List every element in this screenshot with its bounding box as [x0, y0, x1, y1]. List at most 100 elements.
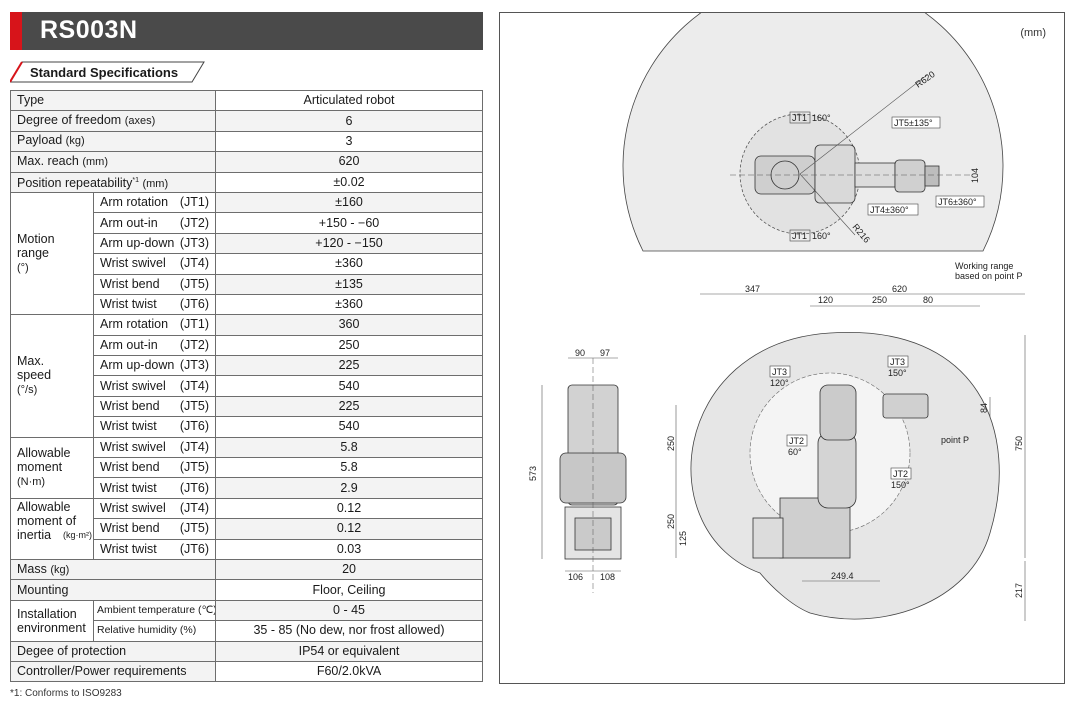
table-row: Arm out-in(JT2) +150 - −60 — [11, 212, 484, 234]
table-row: Max. reach (mm) 620 — [9, 151, 484, 173]
row-value: 35 - 85 (No dew, nor frost allowed) — [215, 620, 484, 642]
row-label: Mounting — [9, 579, 217, 601]
jt2b-deg: 150° — [891, 480, 910, 490]
d120-label: 120 — [818, 295, 833, 305]
row-value: ±160 — [215, 191, 484, 214]
group-motion-range: Motion range(°) — [10, 191, 94, 316]
table-row: Arm out-in(JT2) 250 — [11, 334, 484, 357]
group-allowable-moment: Allowable moment(N·m) — [10, 436, 94, 499]
table-row: Wrist bend(JT5) 5.8 — [11, 457, 484, 479]
table-row: Wrist bend(JT5) ±135 — [11, 273, 484, 295]
row-value: 250 — [215, 334, 484, 357]
section-title: Standard Specifications — [30, 65, 179, 80]
row-value: 0.12 — [215, 497, 484, 520]
point-p-label: point P — [941, 435, 969, 445]
d573-label: 573 — [528, 466, 538, 481]
row-value: 5.8 — [215, 436, 484, 459]
table-row: Wrist twist(JT6) ±360 — [11, 293, 484, 316]
jt1-bot-label: JT1 — [792, 231, 807, 241]
table-row: Wrist twist(JT6) 0.03 — [11, 538, 484, 560]
row-value: F60/2.0kVA — [215, 660, 484, 683]
jt2b-label: JT2 — [893, 469, 908, 479]
d80-label: 80 — [923, 295, 933, 305]
sub-label: Arm rotation(JT1) — [92, 191, 217, 214]
row-label: Position repeatability*1 (mm) — [9, 171, 217, 193]
group-installation: Installation environment — [10, 599, 94, 642]
d125-label: 125 — [678, 531, 688, 546]
jt6-label: JT6±360° — [938, 197, 977, 207]
row-value: 225 — [215, 395, 484, 418]
table-row: Payload (kg) 3 — [9, 130, 484, 153]
sub-label: Wrist bend(JT5) — [92, 518, 217, 540]
row-value: +150 - −60 — [215, 212, 484, 234]
sub-label: Ambient temperature (℃) — [92, 599, 217, 622]
model-title-bar: RS003N — [10, 12, 483, 50]
row-label: Degree of freedom (axes) — [9, 110, 217, 132]
row-label: Controller/Power requirements — [9, 660, 217, 683]
row-label: Mass (kg) — [9, 558, 217, 581]
table-row: Motion range(°) Arm rotation(JT1) ±160 — [10, 191, 484, 316]
jt2a-deg: 60° — [788, 447, 802, 457]
row-value: 360 — [215, 314, 484, 336]
robot-diagram: R620 R216 JT1 160° JT1 160° JT5±135° JT4… — [528, 13, 1026, 621]
table-row: Mass (kg) 20 — [9, 558, 484, 581]
d84-label: 84 — [979, 403, 989, 413]
table-row: Allowable moment(N·m) Wrist swivel(JT4) … — [10, 436, 484, 499]
row-value: 0.03 — [215, 538, 484, 560]
row-value: 3 — [215, 130, 484, 153]
unit-note: (mm) — [1020, 27, 1046, 39]
table-row: Type Articulated robot — [9, 89, 484, 112]
d250a-label: 250 — [872, 295, 887, 305]
row-value: ±135 — [215, 273, 484, 295]
sub-label: Wrist bend(JT5) — [92, 273, 217, 295]
row-value: 225 — [215, 355, 484, 377]
row-label: Type — [9, 89, 217, 112]
d620-label: 620 — [892, 284, 907, 294]
d90-label: 90 — [575, 348, 585, 358]
sub-label: Arm rotation(JT1) — [92, 314, 217, 336]
group-allowable-inertia: Allowable moment of inertia(kg·m²) — [10, 497, 94, 560]
sub-label: Wrist swivel(JT4) — [92, 375, 217, 397]
model-name: RS003N — [40, 16, 138, 44]
row-value: 20 — [215, 558, 484, 581]
table-row: Position repeatability*1 (mm) ±0.02 — [9, 171, 484, 193]
jt3a-label: JT3 — [772, 367, 787, 377]
table-row: Degee of protection IP54 or equivalent — [9, 640, 484, 662]
sub-label: Wrist bend(JT5) — [92, 395, 217, 418]
row-value: 6 — [215, 110, 484, 132]
footnote: *1: Conforms to ISO9283 — [10, 688, 122, 699]
spec-table: Type Articulated robot Degree of freedom… — [9, 89, 484, 683]
jt5-label: JT5±135° — [894, 118, 933, 128]
jt1-top-deg: 160° — [812, 113, 831, 123]
jt3a-deg: 120° — [770, 378, 789, 388]
sub-label: Wrist twist(JT6) — [92, 416, 217, 438]
sub-label: Wrist twist(JT6) — [92, 538, 217, 560]
table-row: Wrist swivel(JT4) ±360 — [11, 253, 484, 275]
d97-label: 97 — [600, 348, 610, 358]
row-value: 620 — [215, 151, 484, 173]
title-accent — [10, 12, 22, 50]
d750-label: 750 — [1014, 436, 1024, 451]
sub-label: Wrist twist(JT6) — [92, 293, 217, 316]
d106-label: 106 — [568, 572, 583, 582]
d249-label: 249.4 — [831, 571, 854, 581]
table-row: Arm up-down(JT3) +120 - −150 — [11, 232, 484, 255]
row-value: 0 - 45 — [215, 599, 484, 622]
table-row: Arm up-down(JT3) 225 — [11, 355, 484, 377]
row-label: Degee of protection — [9, 640, 217, 662]
side-view-robot — [752, 384, 929, 559]
working-range-label: Working range — [955, 261, 1013, 271]
based-on-label: based on point P — [955, 271, 1023, 281]
table-row: Controller/Power requirements F60/2.0kVA — [9, 660, 484, 683]
table-row: Wrist swivel(JT4) 540 — [11, 375, 484, 397]
table-row: Wrist bend(JT5) 0.12 — [11, 518, 484, 540]
sub-label: Arm out-in(JT2) — [92, 334, 217, 357]
row-label: Max. reach (mm) — [9, 151, 217, 173]
table-row: Installation environment Ambient tempera… — [10, 599, 484, 642]
jt1-top-label: JT1 — [792, 113, 807, 123]
row-value: ±0.02 — [215, 171, 484, 193]
jt3b-deg: 150° — [888, 368, 907, 378]
sub-label: Wrist swivel(JT4) — [92, 497, 217, 520]
jt1-bot-deg: 160° — [812, 231, 831, 241]
table-row: Wrist twist(JT6) 540 — [11, 416, 484, 438]
